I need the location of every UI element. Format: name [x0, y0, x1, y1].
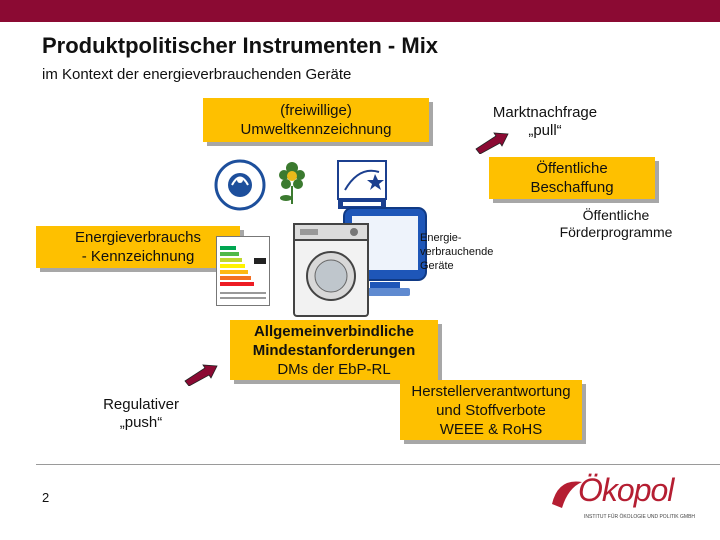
label-foerderprogramme: Öffentliche Förderprogramme: [536, 207, 696, 241]
footer-divider: [36, 464, 720, 465]
washing-machine-icon: [292, 222, 370, 318]
logo-subtext: INSTITUT FÜR ÖKOLOGIE UND POLITIK GMBH: [584, 514, 695, 520]
box-mindest-line3: DMs der EbP-RL: [230, 360, 438, 379]
energy-label-icon: [216, 236, 270, 306]
box-herstellerverantwortung: Herstellerverantwortung und Stoffverbote…: [400, 380, 582, 440]
box-oeffentliche-beschaffung: Öffentliche Beschaffung: [489, 157, 655, 199]
box-energie-line2: - Kennzeichnung: [36, 247, 240, 266]
label-regulativer-push: Regulativer „push“: [76, 396, 206, 432]
blue-angel-icon: [212, 158, 268, 212]
page-subtitle: im Kontext der energieverbrauchenden Ger…: [42, 66, 351, 83]
box-energie-line1: Energieverbrauchs: [36, 228, 240, 247]
top-bar: [0, 0, 720, 22]
push-arrow-icon: [183, 364, 221, 386]
box-mindestanforderungen: Allgemeinverbindliche Mindestanforderung…: [230, 320, 438, 380]
energy-star-icon: [337, 160, 387, 210]
label-regulativ-line1: Regulativer: [76, 396, 206, 414]
box-hersteller-line3: WEEE & RoHS: [400, 420, 582, 439]
page-title: Produktpolitischer Instrumenten - Mix: [42, 33, 438, 59]
label-foerderprogramme-line1: Öffentliche: [536, 207, 696, 224]
label-geraete-line3: Geräte: [420, 259, 510, 273]
box-umweltkennzeichnung-line2: Umweltkennzeichnung: [203, 120, 429, 139]
eu-flower-icon: [272, 158, 312, 208]
oekopol-logo: Ökopol INSTITUT FÜR ÖKOLOGIE UND POLITIK…: [548, 470, 688, 526]
box-umweltkennzeichnung-line1: (freiwillige): [203, 101, 429, 120]
label-foerderprogramme-line2: Förderprogramme: [536, 224, 696, 241]
label-geraete: Energie- verbrauchende Geräte: [420, 231, 510, 273]
label-geraete-line1: Energie-: [420, 231, 510, 245]
box-beschaffung-line2: Beschaffung: [489, 178, 655, 197]
box-mindest-line2: Mindestanforderungen: [230, 341, 438, 360]
label-regulativ-line2: „push“: [76, 414, 206, 432]
page-number: 2: [42, 490, 49, 505]
box-hersteller-line1: Herstellerverantwortung: [400, 382, 582, 401]
label-marktnachfrage-line1: Marktnachfrage: [470, 104, 620, 122]
pull-arrow-icon: [474, 132, 512, 154]
box-energieverbrauchs-kennzeichnung: Energieverbrauchs - Kennzeichnung: [36, 226, 240, 268]
box-umweltkennzeichnung: (freiwillige) Umweltkennzeichnung: [203, 98, 429, 142]
box-hersteller-line2: und Stoffverbote: [400, 401, 582, 420]
logo-text: Ökopol: [578, 472, 673, 509]
box-beschaffung-line1: Öffentliche: [489, 159, 655, 178]
label-geraete-line2: verbrauchende: [420, 245, 510, 259]
box-mindest-line1: Allgemeinverbindliche: [230, 322, 438, 341]
